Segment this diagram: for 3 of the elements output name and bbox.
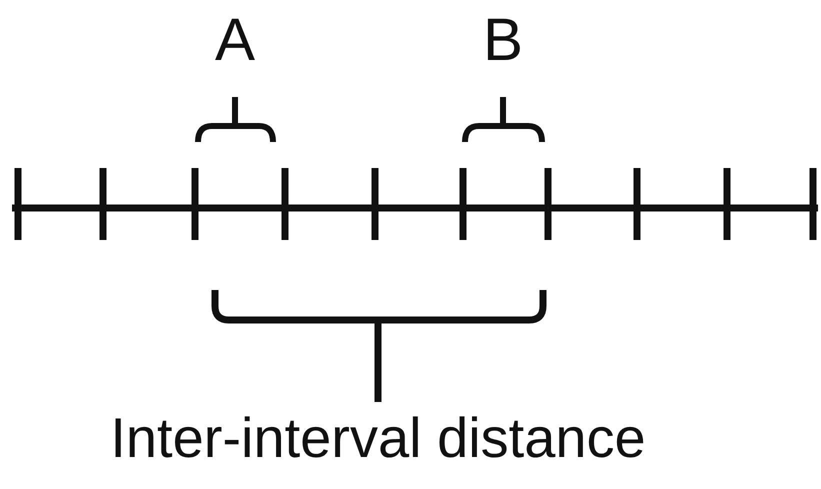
caption-label: Inter-interval distance — [110, 410, 646, 466]
interval-label: A — [214, 10, 256, 70]
interval-label: B — [482, 10, 524, 70]
